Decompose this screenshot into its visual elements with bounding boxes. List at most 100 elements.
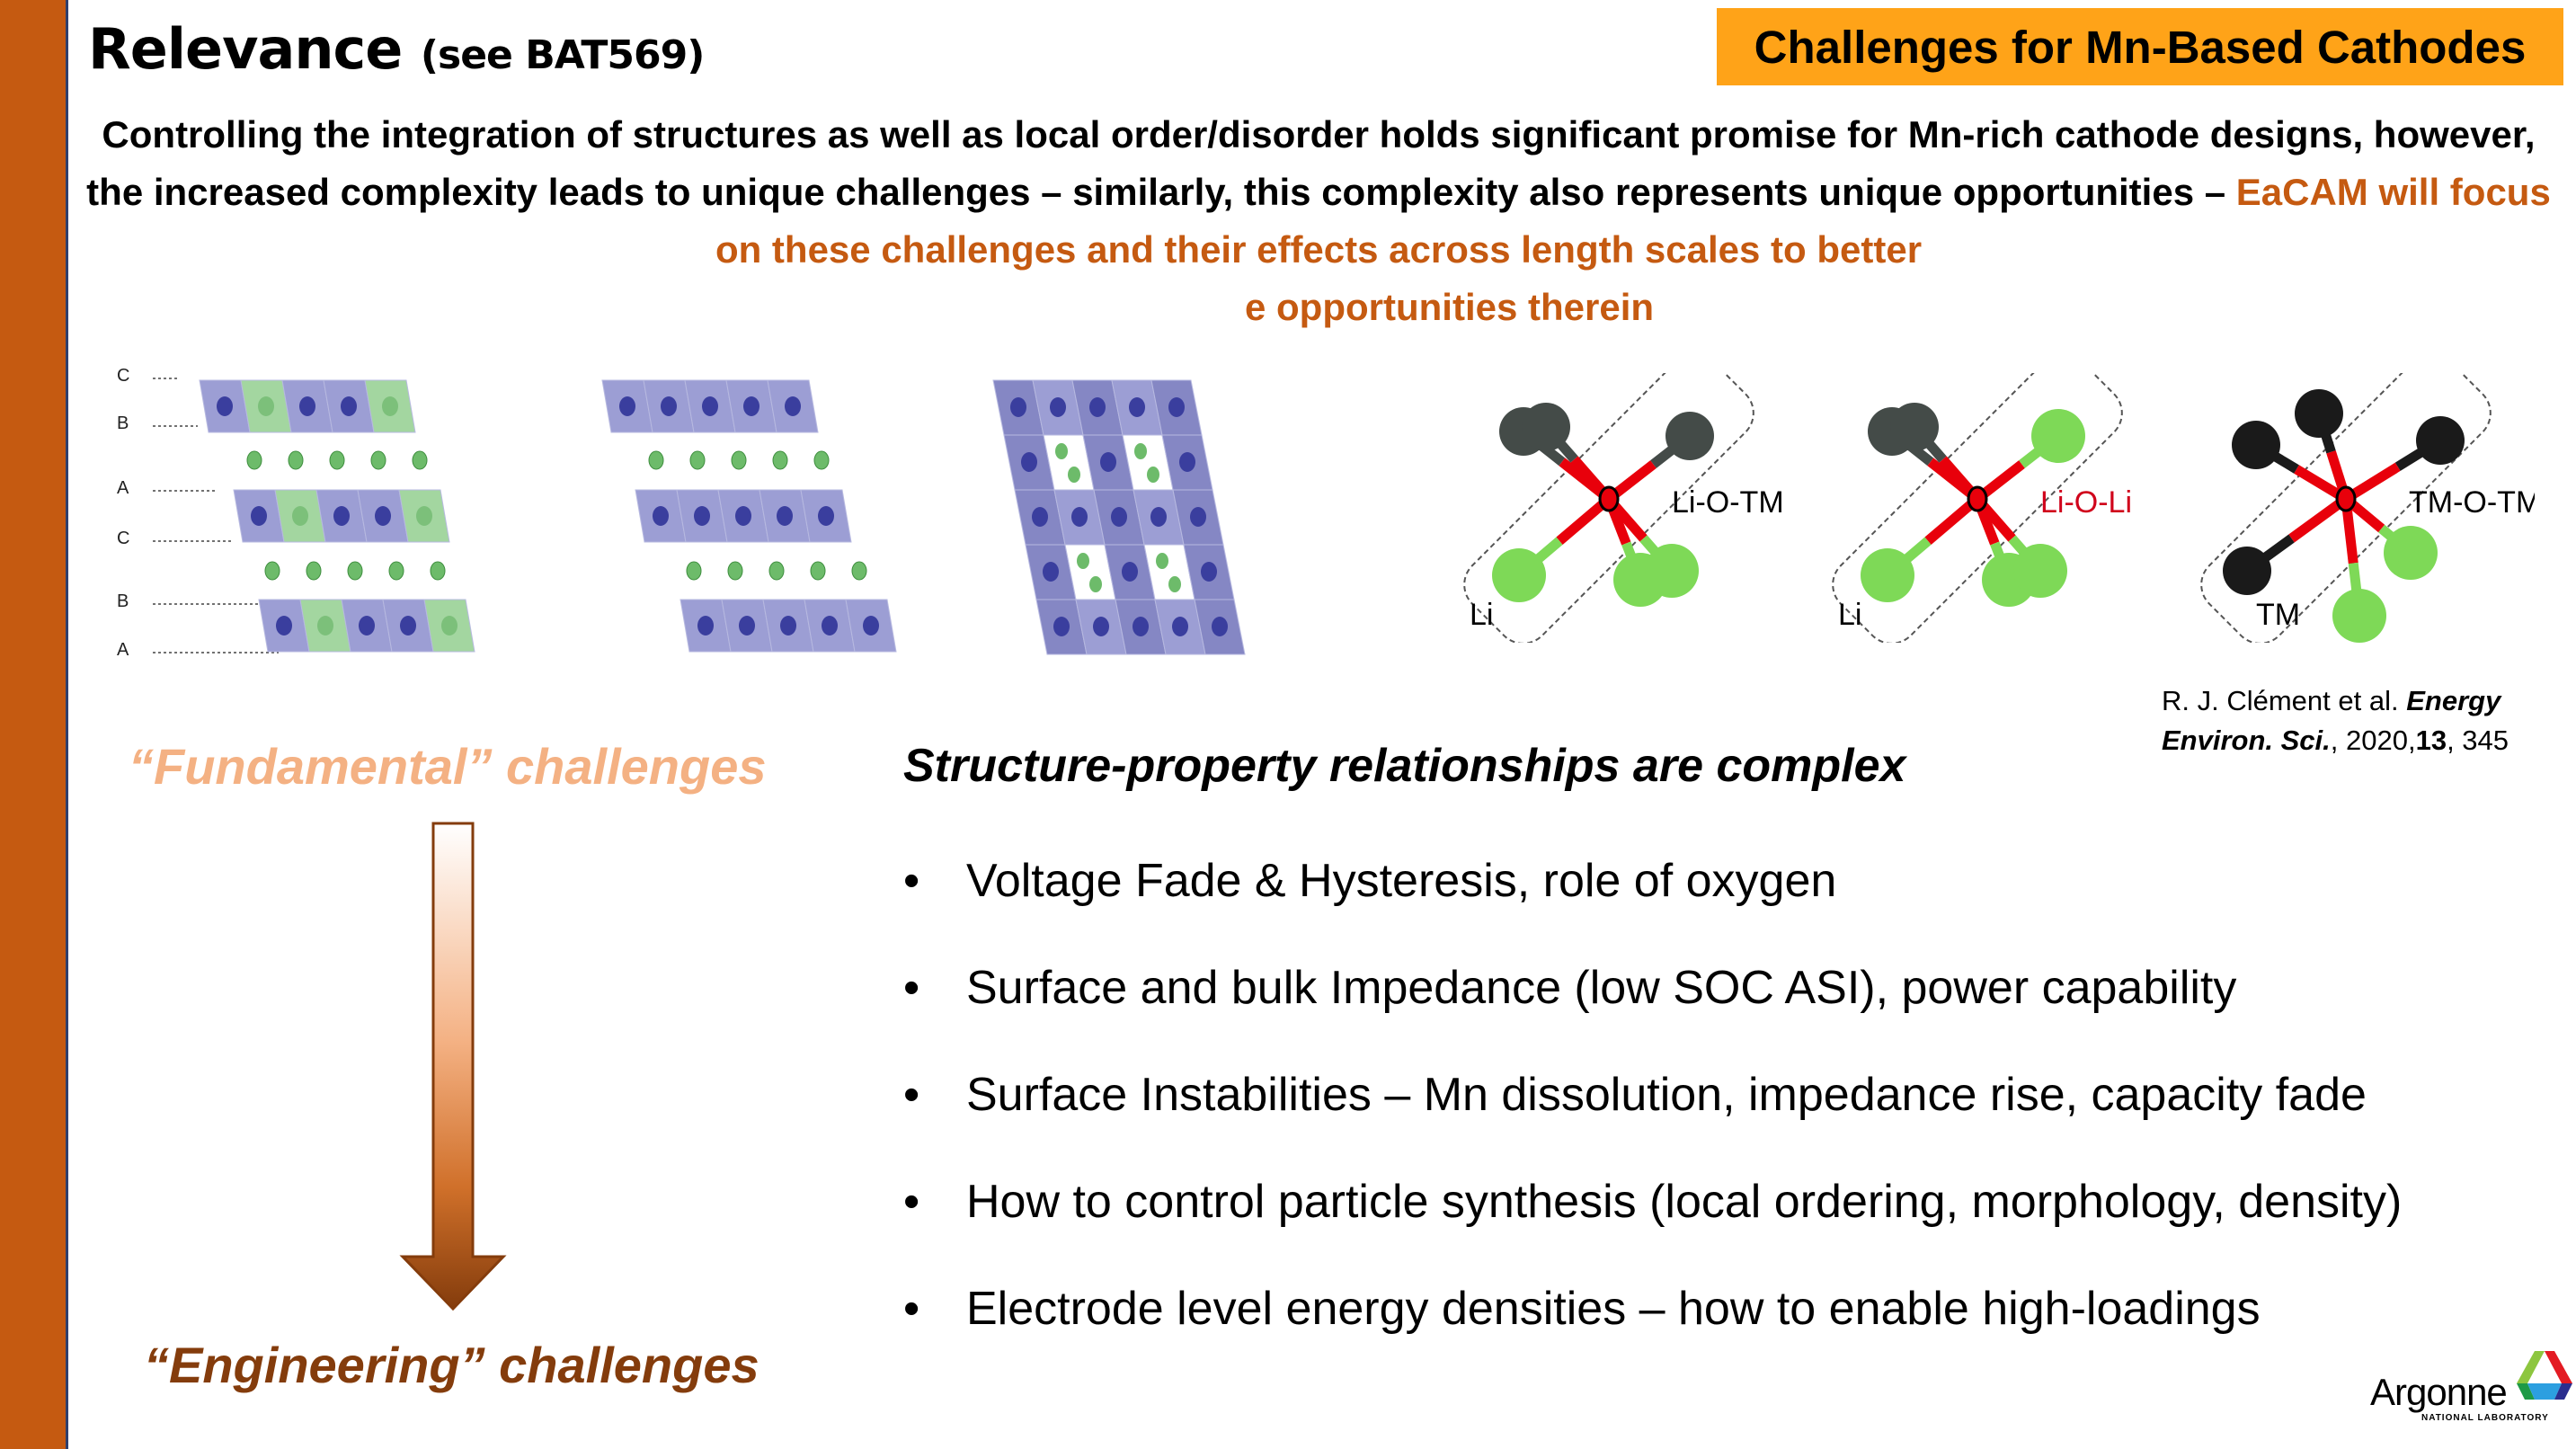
li-atom	[264, 561, 280, 581]
tm-atom	[1021, 452, 1037, 472]
stack-label: B	[117, 591, 129, 611]
bottom-label: Li	[1470, 598, 1493, 632]
li-atom	[347, 561, 363, 581]
citation-journal-2: Environ. Sci.	[2162, 724, 2331, 756]
bond-label: Li-O-TM	[1672, 485, 1784, 520]
citation-journal: Energy	[2406, 685, 2501, 716]
li-atom	[382, 396, 398, 416]
tm-atom	[1122, 562, 1138, 582]
tm-atom	[697, 616, 714, 636]
li-atom	[686, 561, 702, 581]
bullet-item: •How to control particle synthesis (loca…	[903, 1175, 2402, 1229]
li-atom	[648, 450, 664, 470]
tm-atom	[333, 506, 350, 526]
tm-atom	[694, 506, 710, 526]
tm-atom	[735, 506, 751, 526]
tm-atom	[217, 396, 233, 416]
li-atom	[306, 561, 322, 581]
stack-label: B	[117, 413, 129, 433]
li-atom	[772, 450, 788, 470]
li-atom	[689, 450, 706, 470]
tm-atom	[1043, 562, 1059, 582]
li-atom	[329, 450, 345, 470]
li-atom	[1068, 467, 1080, 483]
li-atom	[727, 561, 743, 581]
citation: R. J. Clément et al. Energy Environ. Sci…	[2162, 681, 2509, 760]
li-atom	[292, 506, 308, 526]
li-atom	[258, 396, 274, 416]
tm-atom	[1093, 617, 1109, 636]
li-atom	[1147, 467, 1159, 483]
li-atom	[1168, 576, 1181, 592]
li-atom	[768, 561, 785, 581]
bullet-dot: •	[903, 855, 920, 907]
argonne-triangle-icon	[2517, 1351, 2572, 1400]
tm-atom	[1890, 403, 1939, 451]
tm-atom	[1168, 397, 1185, 417]
tm-atom	[743, 396, 759, 416]
li-atom	[370, 450, 386, 470]
citation-volume: 13	[2415, 724, 2447, 756]
top-label: TM	[1712, 373, 1756, 380]
bullet-text: Electrode level energy densities – how t…	[966, 1283, 2261, 1335]
bullet-text: Surface and bulk Impedance (low SOC ASI)…	[966, 962, 2237, 1014]
top-label: TM	[2449, 373, 2493, 380]
tm-atom	[276, 616, 292, 636]
tm-atom	[1522, 403, 1570, 451]
citation-authors: R. J. Clément et al.	[2162, 685, 2407, 716]
li-atom	[412, 450, 428, 470]
li-atom	[2031, 409, 2085, 463]
tm-atom	[653, 506, 669, 526]
intro-highlight: EaCAM will focus on these challenges and…	[715, 171, 2551, 271]
li-atom	[851, 561, 867, 581]
bullet-text: Surface Instabilities – Mn dissolution, …	[966, 1069, 2367, 1121]
citation-year: , 2020,	[2330, 724, 2416, 756]
tm-atom	[1010, 397, 1026, 417]
tm-atom	[1150, 507, 1167, 527]
argonne-logo: Argonne NATIONAL LABORATORY	[2366, 1344, 2572, 1429]
stack-label: A	[117, 478, 129, 498]
logo-subtitle: NATIONAL LABORATORY	[2421, 1413, 2549, 1423]
tm-atom	[341, 396, 357, 416]
bullet-dot: •	[903, 962, 920, 1014]
logo-name: Argonne	[2370, 1371, 2508, 1413]
li-atom	[813, 450, 830, 470]
bottom-label: TM	[2256, 598, 2300, 632]
intro-paragraph: Controlling the integration of structure…	[74, 106, 2563, 279]
tm-atom	[777, 506, 793, 526]
structure-property-heading: Structure-property relationships are com…	[903, 740, 1906, 792]
tm-atom	[1172, 617, 1188, 636]
bullet-item: • Surface and bulk Impedance (low SOC ASI…	[903, 961, 2236, 1015]
li-atom	[288, 450, 304, 470]
li-atom	[317, 616, 333, 636]
oxygen-atom	[1598, 485, 1620, 512]
bullet-item: •Electrode level energy densities – how …	[903, 1282, 2261, 1336]
tm-atom	[822, 616, 838, 636]
title-reference: (see BAT569)	[420, 32, 705, 78]
fundamental-challenges-label: “Fundamental” challenges	[129, 738, 767, 795]
bullet-text: Voltage Fade & Hysteresis, role of oxyge…	[966, 855, 1837, 907]
tm-atom	[661, 396, 677, 416]
o-bond	[2288, 494, 2349, 543]
bullet-text: How to control particle synthesis (local…	[966, 1176, 2403, 1228]
stack-label: A	[117, 640, 129, 660]
citation-pages: , 345	[2447, 724, 2509, 756]
bond-label: TM-O-TM	[2409, 485, 2535, 520]
li-atom	[2384, 526, 2438, 580]
bottom-label: Li	[1838, 598, 1861, 632]
li-atom	[441, 616, 457, 636]
li-atom	[246, 450, 262, 470]
tm-atom	[619, 396, 635, 416]
intro-text: Controlling the integration of structure…	[86, 113, 2536, 213]
tm-atom	[1179, 452, 1195, 472]
engineering-challenges-label: “Engineering” challenges	[144, 1337, 759, 1393]
tm-atom	[2416, 416, 2465, 465]
stack-label: C	[117, 366, 129, 386]
tm-atom	[1100, 452, 1116, 472]
slide-title: Relevance (see BAT569)	[88, 16, 705, 82]
tm-atom	[1133, 617, 1149, 636]
li-atom	[1089, 576, 1102, 592]
